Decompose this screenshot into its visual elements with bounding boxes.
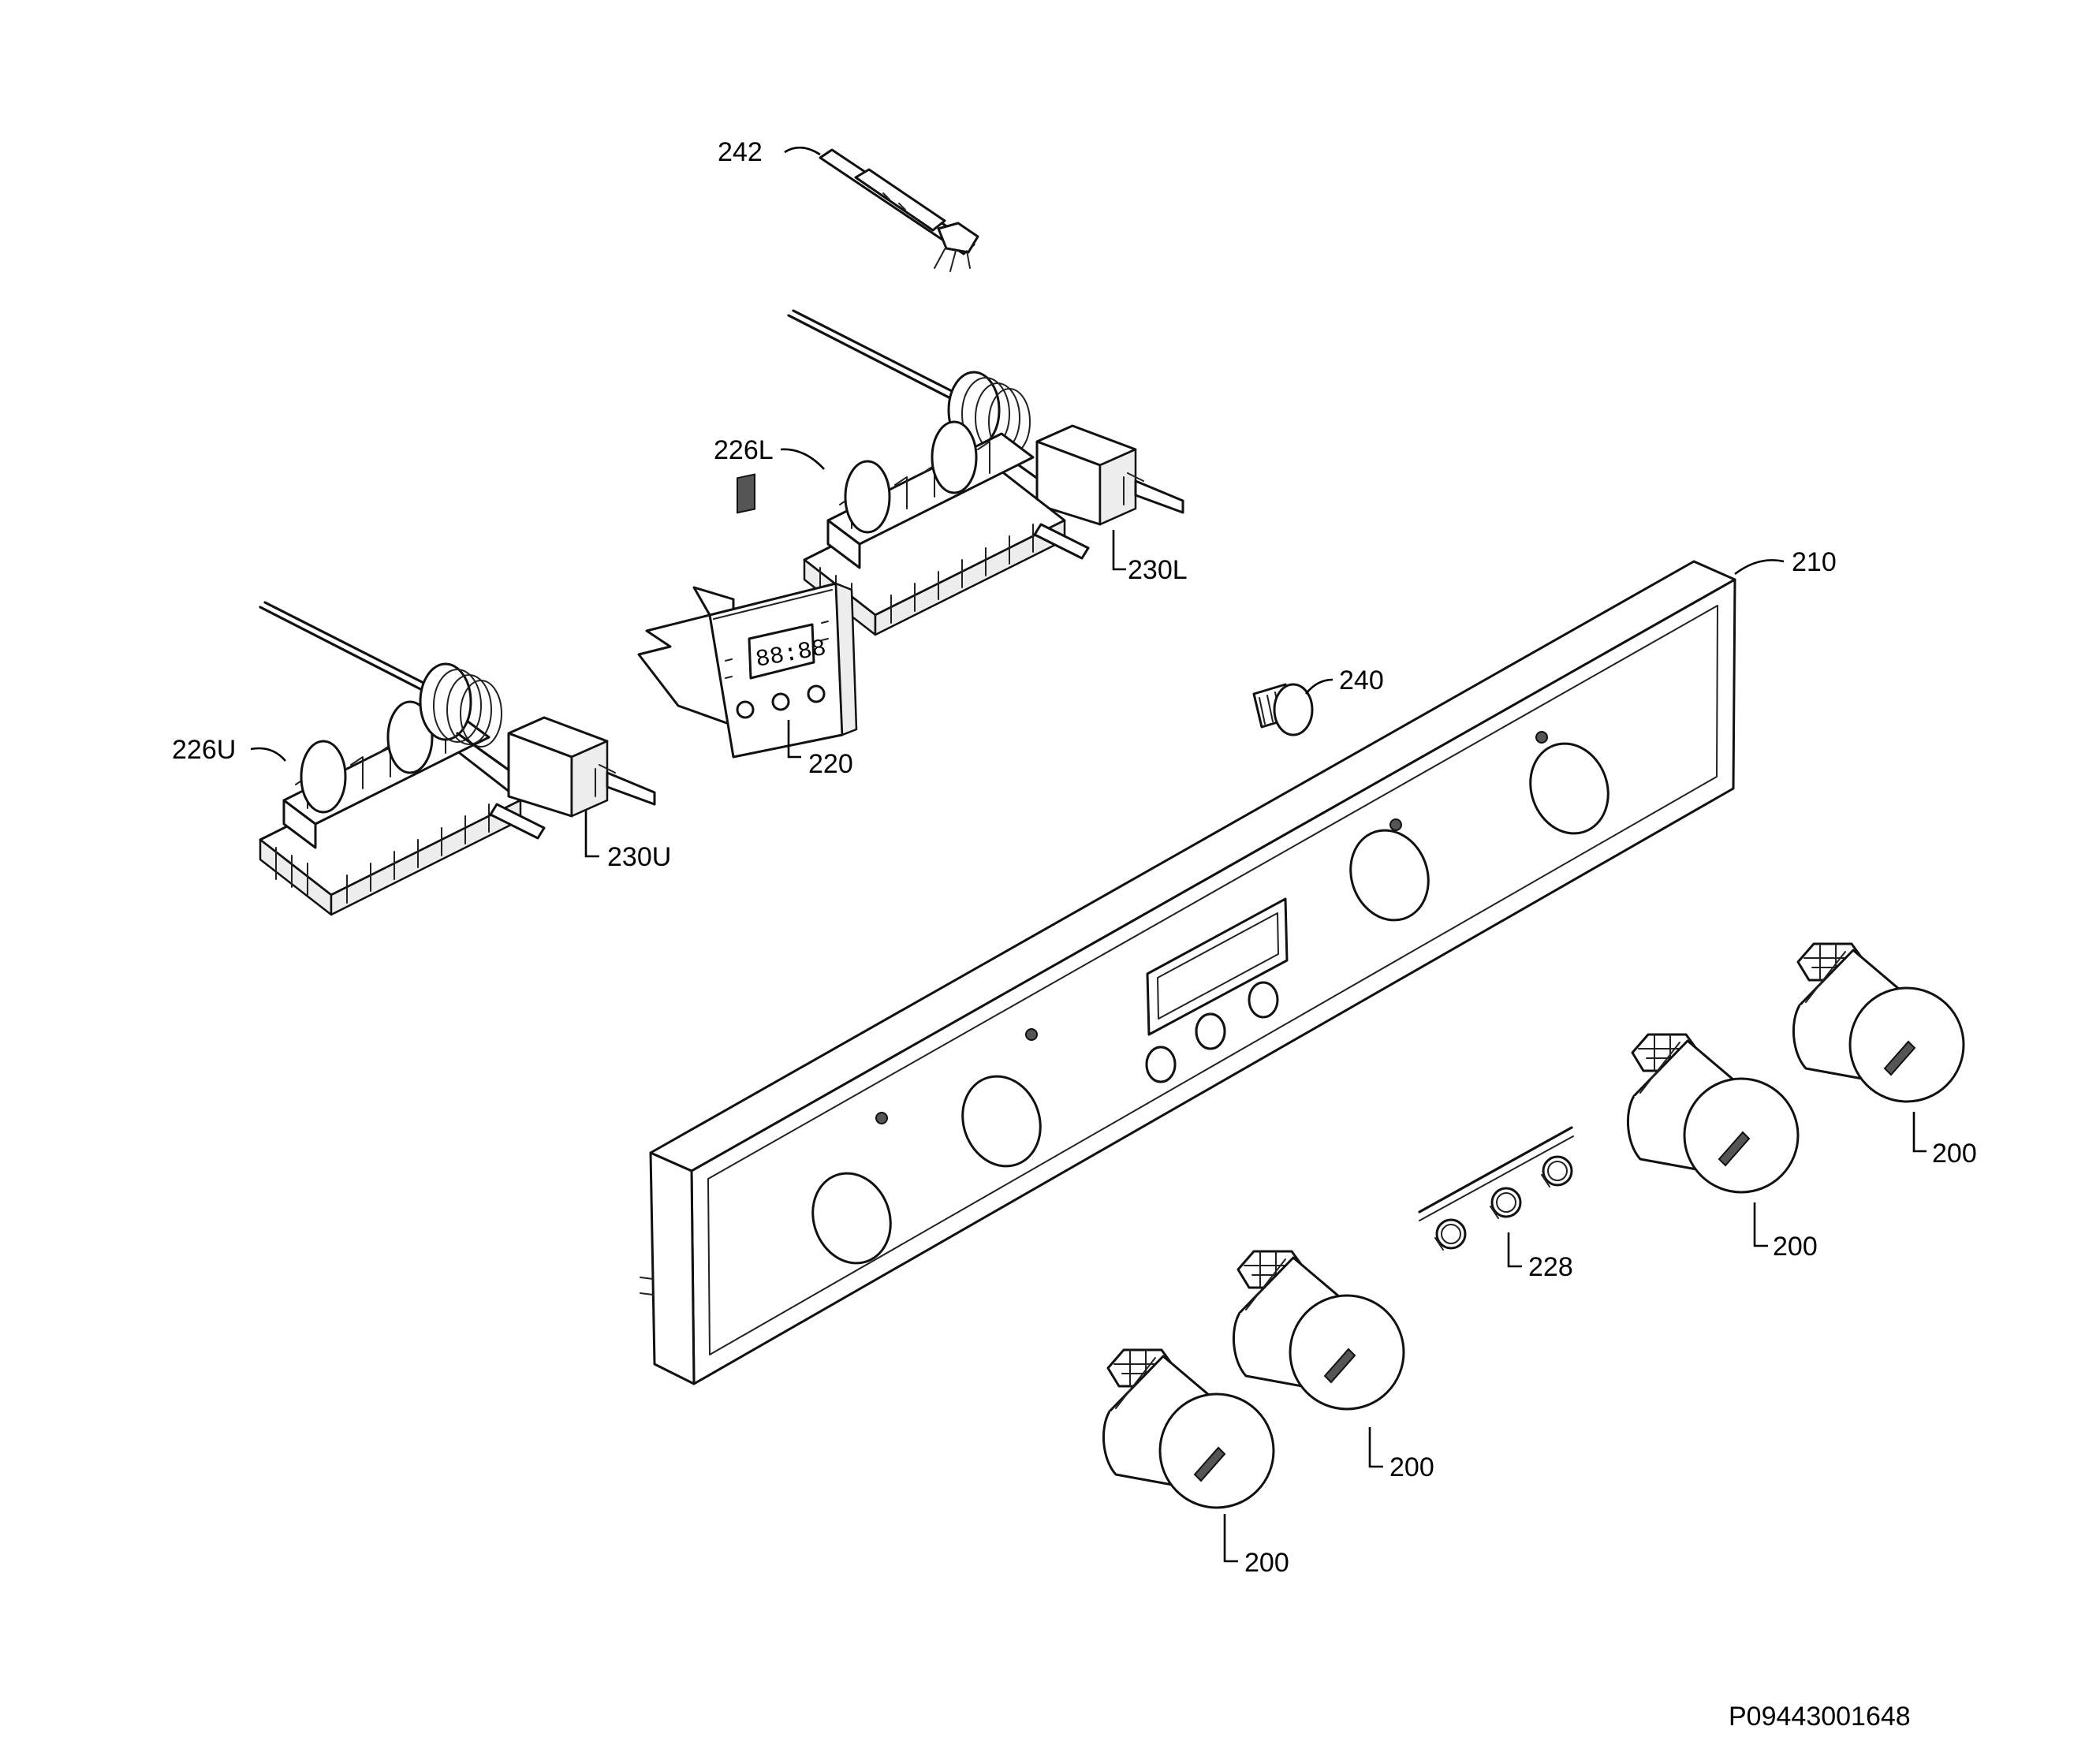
part-200-knob-1: [1792, 942, 1965, 1103]
leader-226L: [780, 448, 825, 470]
part-200-knob-2: [1626, 1033, 1800, 1194]
leader-240: [1304, 678, 1333, 695]
part-200-knob-3: [1232, 1250, 1405, 1411]
leader-230U: [584, 811, 599, 858]
part-226U-function-switch: [259, 700, 546, 916]
label-226L: 226L: [714, 435, 774, 465]
label-228: 228: [1528, 1252, 1573, 1282]
part-210-control-panel: [640, 560, 1736, 1385]
label-200b: 200: [1773, 1232, 1818, 1262]
part-242-temperature-sensor: [819, 148, 979, 272]
label-226U: 226U: [172, 735, 236, 765]
leader-226U: [250, 747, 286, 762]
label-240: 240: [1339, 665, 1384, 695]
leader-228: [1507, 1232, 1522, 1268]
label-210: 210: [1792, 547, 1837, 577]
leader-200a: [1912, 1112, 1927, 1153]
diagram-code: P09443001648: [1729, 1702, 1911, 1732]
label-220: 220: [808, 749, 853, 779]
leader-210: [1734, 559, 1785, 576]
part-228-button-set: [1418, 1126, 1574, 1251]
label-230U: 230U: [607, 842, 671, 872]
leader-230L: [1112, 530, 1126, 571]
label-230L: 230L: [1128, 555, 1188, 585]
leader-200b: [1753, 1202, 1768, 1247]
part-240-indicator-lamp: [1252, 683, 1314, 736]
leader-220: [787, 720, 801, 759]
label-200a: 200: [1932, 1139, 1977, 1169]
part-220-electronic-timer: 88:88: [637, 473, 858, 759]
label-200d: 200: [1244, 1548, 1289, 1578]
leader-200d: [1223, 1514, 1238, 1563]
label-242: 242: [718, 137, 763, 167]
leader-242: [784, 146, 821, 156]
label-200c: 200: [1389, 1452, 1434, 1482]
leader-200c: [1368, 1427, 1383, 1468]
